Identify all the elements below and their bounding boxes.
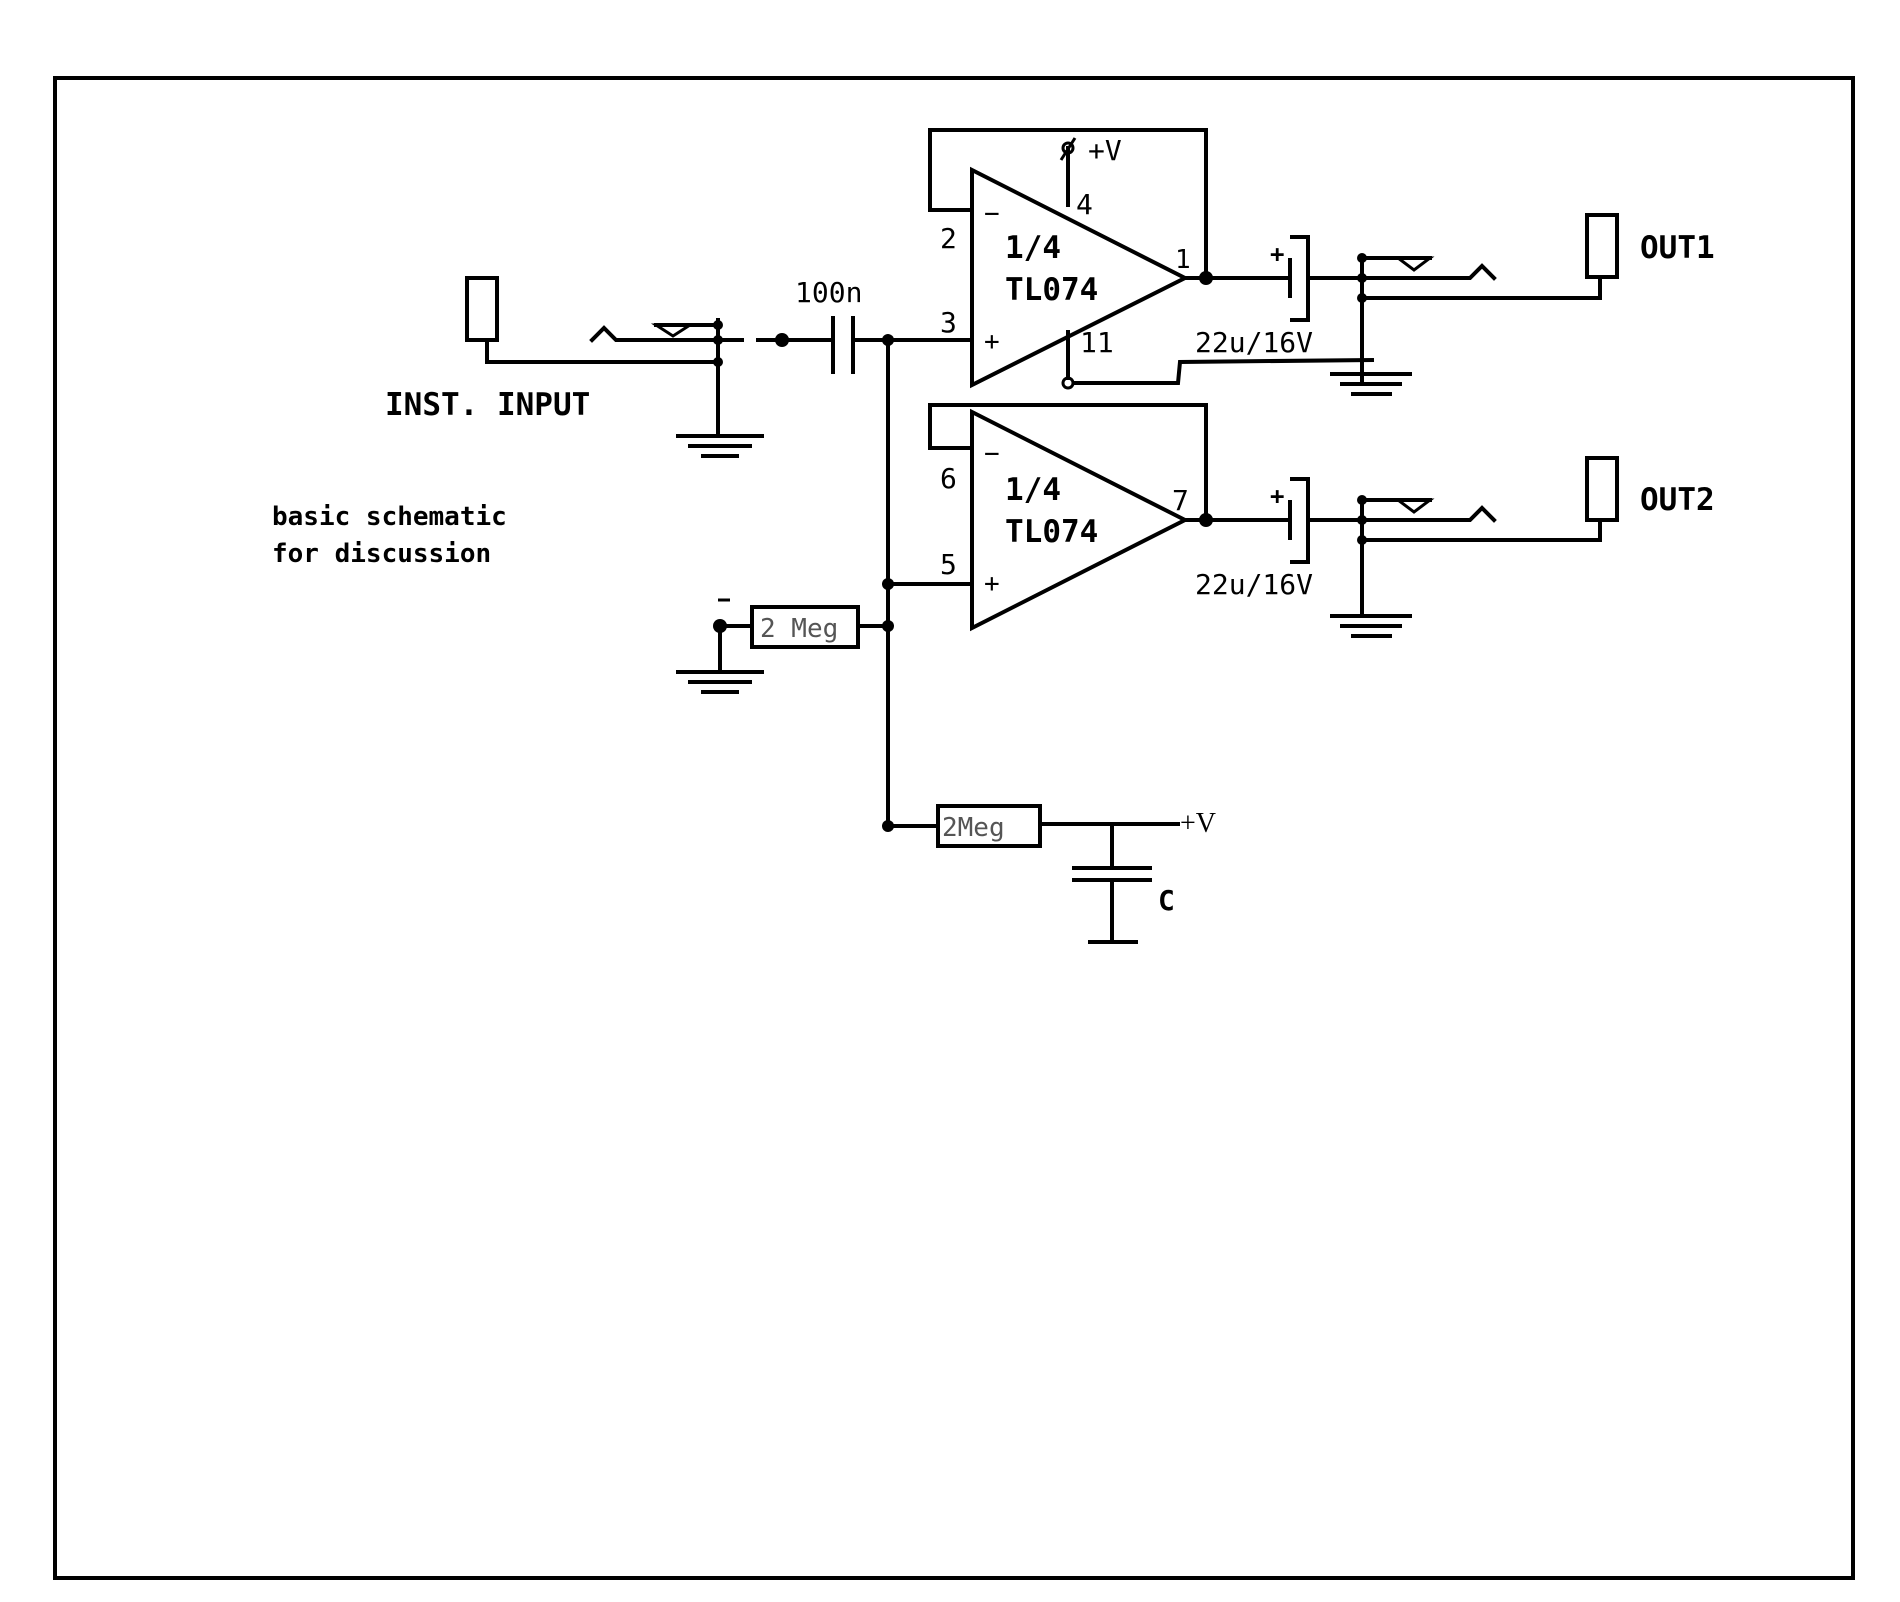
opamp-2-pin-5: 5 bbox=[940, 548, 957, 581]
supply-label: +V bbox=[1180, 808, 1216, 839]
out1-label: OUT1 bbox=[1640, 230, 1715, 266]
out2-jack-terminal bbox=[1585, 456, 1619, 522]
coupling-capacitor bbox=[831, 316, 855, 374]
output-jack-2 bbox=[1357, 456, 1619, 618]
opamp-2-triangle bbox=[970, 408, 1190, 632]
out1-jack-terminal bbox=[1585, 213, 1619, 279]
out-cap-2-plus: + bbox=[1270, 482, 1284, 510]
filter-cap-label: C bbox=[1158, 884, 1175, 917]
opamp-1-triangle bbox=[970, 166, 1190, 389]
input-jack-terminal bbox=[465, 276, 499, 342]
opamp-2-fraction: 1/4 bbox=[1005, 472, 1061, 508]
opamp-1-pin-2: 2 bbox=[940, 222, 957, 255]
opamp-1-pin-1: 1 bbox=[1175, 245, 1191, 275]
opamp-1-part: TL074 bbox=[1005, 272, 1098, 308]
out2-label: OUT2 bbox=[1640, 482, 1715, 518]
output-capacitor-2 bbox=[1288, 477, 1310, 564]
page-border bbox=[53, 76, 1855, 1580]
opamp-1-supply-label: +V bbox=[1088, 134, 1122, 167]
opamp-1-pin-11: 11 bbox=[1080, 326, 1114, 359]
note-line-1: basic schematic bbox=[272, 502, 507, 532]
opamp-2-pin-7: 7 bbox=[1172, 484, 1189, 517]
opamp-2-minus-sign: − bbox=[984, 439, 1000, 469]
out-cap-1-plus: + bbox=[1270, 240, 1284, 268]
opamp-2-part: TL074 bbox=[1005, 514, 1098, 550]
out-cap-2-label: 22u/16V bbox=[1195, 568, 1313, 601]
opamp-1-minus-sign: − bbox=[984, 199, 1000, 229]
opamp-2-plus-sign: + bbox=[984, 569, 1000, 599]
coupling-cap-label: 100n bbox=[795, 276, 862, 309]
opamp-2-pin-6: 6 bbox=[940, 462, 957, 495]
output-jack-1 bbox=[1357, 213, 1619, 382]
opamp-2: − + 1/4 TL074 6 5 7 bbox=[928, 403, 1292, 632]
input-ground-symbol bbox=[676, 434, 764, 458]
output-capacitor-1 bbox=[1288, 235, 1310, 322]
opamp-1-pin-4: 4 bbox=[1076, 188, 1093, 221]
opamp-1-fraction: 1/4 bbox=[1005, 230, 1061, 266]
opamp-1-plus-sign: + bbox=[984, 327, 1000, 357]
input-jack bbox=[465, 276, 744, 437]
out-cap-1-label: 22u/16V bbox=[1195, 326, 1313, 359]
output-2-ground-symbol bbox=[1330, 614, 1412, 638]
note-line-2: for discussion bbox=[272, 539, 491, 569]
output-1-ground-symbol bbox=[1330, 372, 1412, 396]
bias-resistor-label: 2 Meg bbox=[760, 614, 838, 644]
opamp-1-pin-3: 3 bbox=[940, 306, 957, 339]
input-label: INST. INPUT bbox=[385, 387, 590, 423]
supply-resistor-label: 2Meg bbox=[942, 813, 1005, 843]
bias-ground-symbol bbox=[676, 670, 764, 694]
opamp-1: − + 1/4 TL074 2 3 1 4 11 +V bbox=[928, 128, 1375, 390]
